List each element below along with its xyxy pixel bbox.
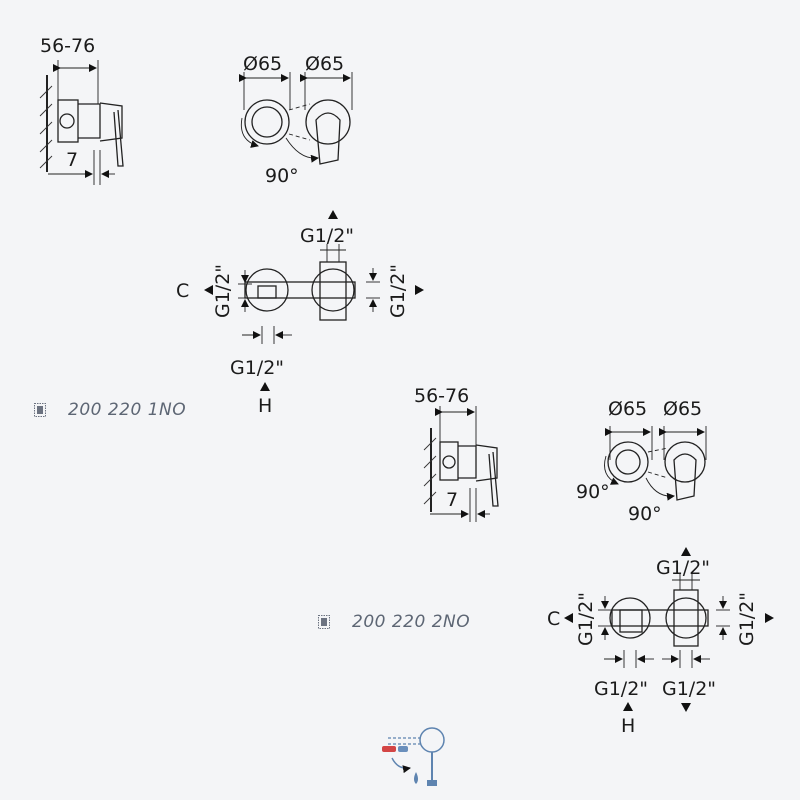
drawing1-side-view: 56-76 7 <box>39 35 124 185</box>
drawing1-depth-range: 56-76 <box>40 35 95 57</box>
drawing2-depth-range: 56-76 <box>414 385 469 407</box>
drawing1-front-view: Ø65 Ø65 90° <box>239 53 353 187</box>
drawing2-front-view: Ø65 Ø65 90° 90° <box>576 398 707 525</box>
drawing1-rotation: 90° <box>265 165 299 187</box>
drawing1-product-code: 200 220 1NO <box>68 400 187 420</box>
drawing2-diameter-a: Ø65 <box>608 398 647 420</box>
drawing2-thread-bottom-b: G1/2" <box>662 678 716 700</box>
drawing1-diameter-b: Ø65 <box>305 53 344 75</box>
box-icon <box>34 402 46 417</box>
drawing2-thread-bottom-a: G1/2" <box>594 678 648 700</box>
drawing2-side-view: 56-76 7 <box>414 385 499 522</box>
drawing2-product-code: 200 220 2NO <box>352 612 471 632</box>
drawing2-connection-view: G1/2" G1/2" C G1/2" G1/2" G1/2" H <box>547 547 774 737</box>
drawing2-rotation-b: 90° <box>628 503 662 525</box>
drawing1-depth-min: 7 <box>66 149 78 171</box>
drawing1-label-cold: C <box>176 280 189 302</box>
drawing2-depth-min: 7 <box>446 489 458 511</box>
drawing1-thread-top: G1/2" <box>300 225 354 247</box>
box-icon <box>318 614 330 629</box>
drawing1-thread-right: G1/2" <box>387 264 409 318</box>
drawing2-thread-left: G1/2" <box>575 592 597 646</box>
drawing2-label-hot: H <box>621 715 635 737</box>
drawing1-connection-view: G1/2" G1/2" C G1/2" G1/2" H <box>176 210 424 417</box>
drawing1-diameter-a: Ø65 <box>243 53 282 75</box>
shower-mixer-icon <box>382 727 445 786</box>
drawing2-label-cold: C <box>547 608 560 630</box>
drawing1-label-hot: H <box>258 395 272 417</box>
drawing2-rotation-a: 90° <box>576 481 610 503</box>
drawing2-thread-right: G1/2" <box>736 592 758 646</box>
drawing1-thread-left: G1/2" <box>212 264 234 318</box>
drawing1-thread-bottom: G1/2" <box>230 357 284 379</box>
drawing2-thread-top: G1/2" <box>656 557 710 579</box>
drawing2-diameter-b: Ø65 <box>663 398 702 420</box>
